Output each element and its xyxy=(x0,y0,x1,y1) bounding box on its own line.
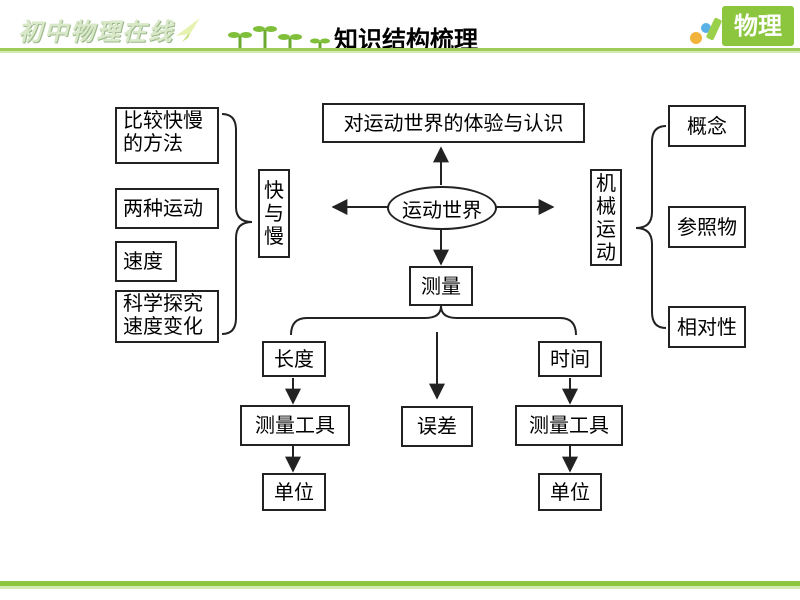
right-label-char-4: 动 xyxy=(596,239,616,264)
left-item-speed: 速度 xyxy=(115,241,177,282)
length-box: 长度 xyxy=(262,341,326,377)
header: 初中物理在线 知识结构梳理 物理 xyxy=(0,0,800,60)
footer-divider-light xyxy=(0,586,800,589)
right-group-label: 机 械 运 动 xyxy=(590,169,622,266)
left-item-explore-line1: 科学探究 xyxy=(123,291,203,315)
right-label-char-2: 械 xyxy=(596,193,616,218)
left-label-char-3: 慢 xyxy=(264,224,284,248)
left-label-char-2: 与 xyxy=(264,201,284,225)
logo-text: 初中物理在线 xyxy=(18,17,174,46)
time-unit-box: 单位 xyxy=(538,473,602,511)
left-item-two-motions: 两种运动 xyxy=(115,188,219,229)
left-item-compare-line1: 比较快慢 xyxy=(123,108,203,132)
left-item-speed-label: 速度 xyxy=(123,249,163,273)
right-label-char-3: 运 xyxy=(596,216,616,241)
time-tool-box: 测量工具 xyxy=(515,405,623,446)
left-group-label: 快 与 慢 xyxy=(258,169,290,258)
left-item-two-motions-label: 两种运动 xyxy=(123,196,203,220)
footer-divider xyxy=(0,581,800,586)
center-ellipse: 运动世界 xyxy=(387,186,497,230)
left-brace xyxy=(221,113,253,335)
right-label-char-1: 机 xyxy=(596,170,616,195)
header-divider xyxy=(0,48,800,51)
right-item-concept: 概念 xyxy=(668,105,746,147)
lab-icon xyxy=(690,17,722,44)
bottom-brace xyxy=(290,305,577,336)
measure-box: 测量 xyxy=(409,266,473,306)
error-box: 误差 xyxy=(401,406,473,447)
time-box: 时间 xyxy=(538,341,602,377)
header-divider-light xyxy=(0,51,800,53)
left-item-explore-line2: 速度变化 xyxy=(123,314,203,338)
subject-badge: 物理 xyxy=(722,6,794,46)
left-item-compare-line2: 的方法 xyxy=(123,131,183,155)
left-label-char-1: 快 xyxy=(264,178,284,202)
right-item-reference-object: 参照物 xyxy=(668,206,746,248)
left-item-compare-methods: 比较快慢 的方法 xyxy=(115,107,219,164)
length-tool-box: 测量工具 xyxy=(240,405,350,446)
top-box: 对运动世界的体验与认识 xyxy=(322,103,585,143)
right-brace xyxy=(635,125,667,329)
right-item-relativity: 相对性 xyxy=(668,306,746,348)
left-item-explore-speed: 科学探究 速度变化 xyxy=(115,290,219,343)
length-unit-box: 单位 xyxy=(262,473,326,511)
